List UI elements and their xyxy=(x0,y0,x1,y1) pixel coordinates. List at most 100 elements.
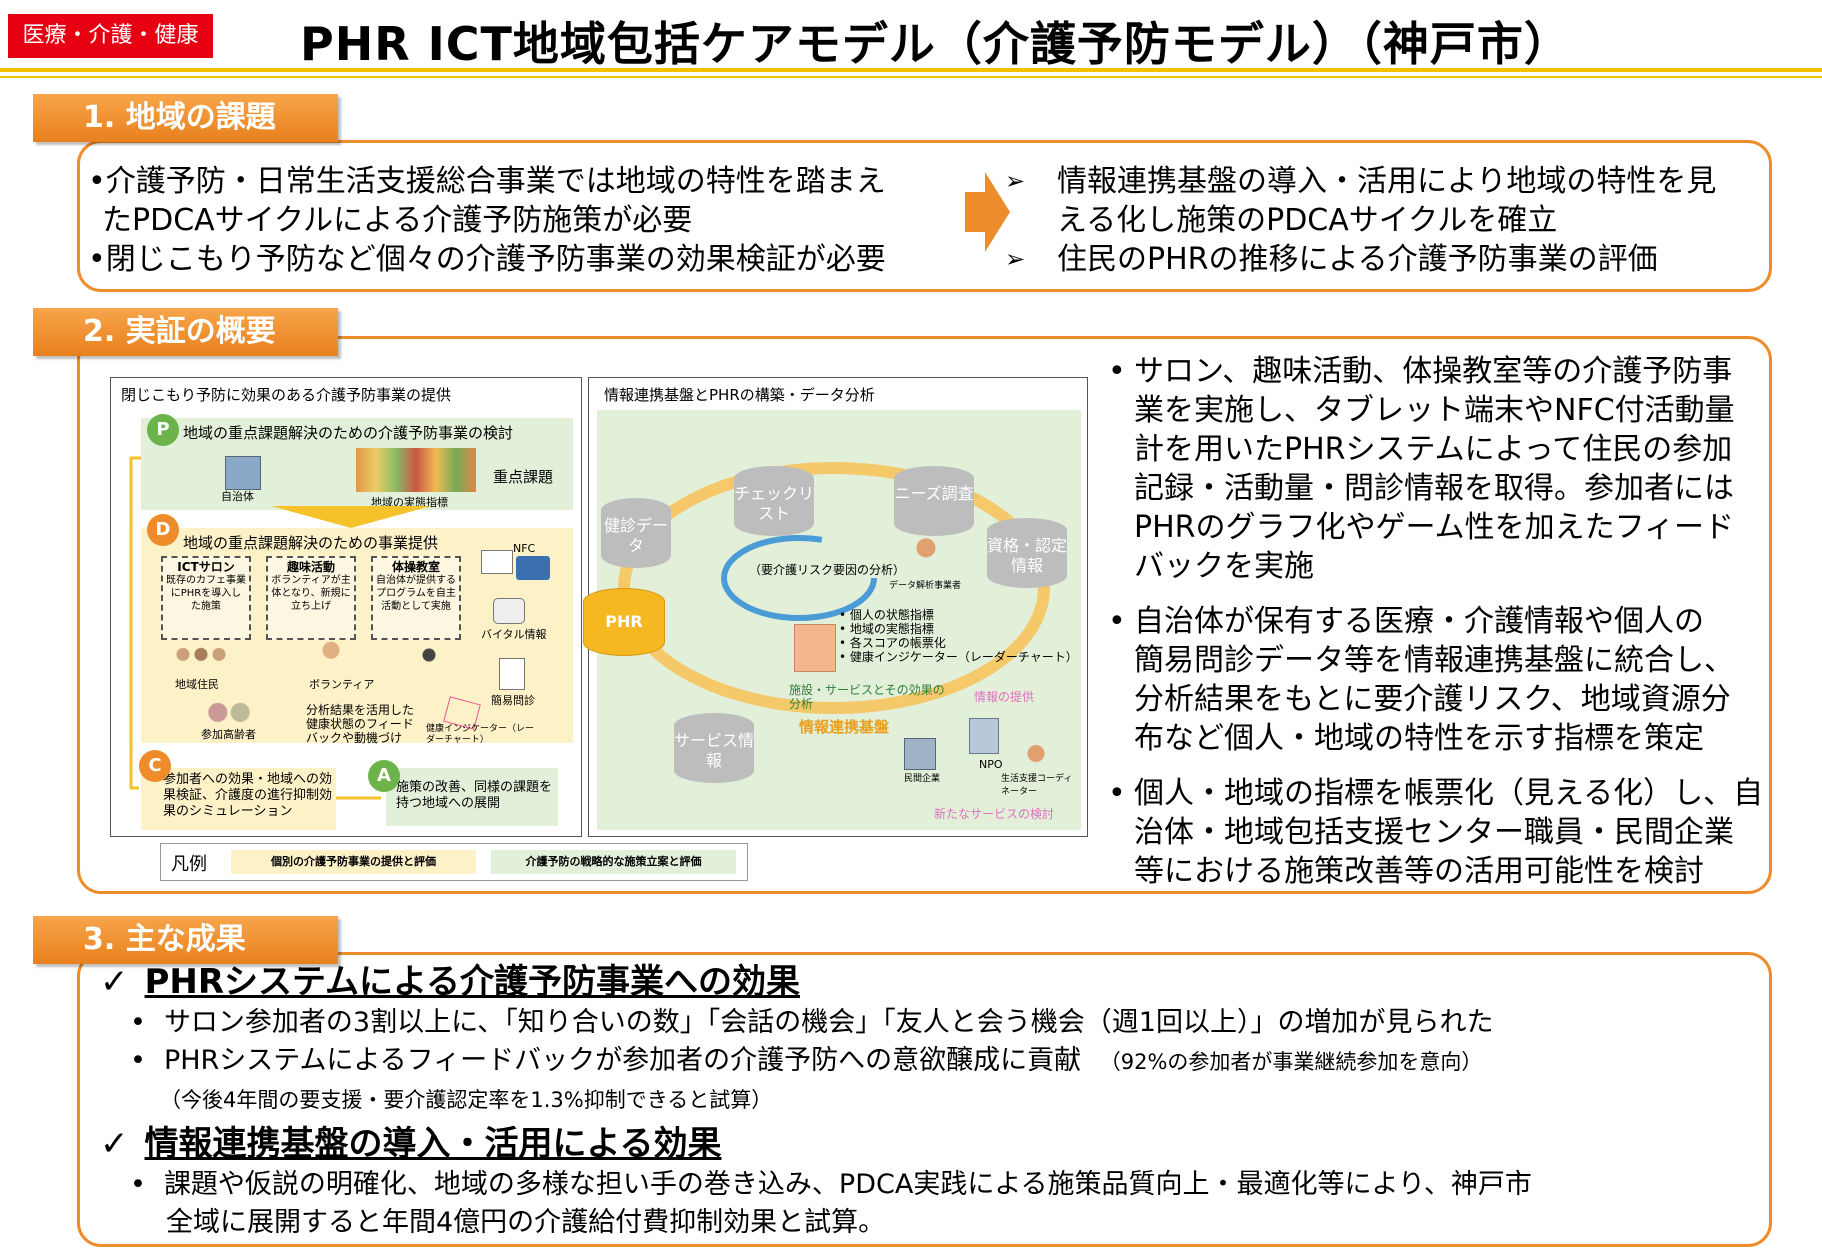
section1-box xyxy=(77,140,1772,292)
section3-box xyxy=(77,952,1772,1247)
result-note: （今後4年間の要支援・要介護認定率を1.3%抑制できると試算） xyxy=(160,1088,773,1112)
data-kanri-label: データ解析事業者 xyxy=(889,581,962,591)
report-stack-icon xyxy=(794,624,836,672)
arrow-bullet-icon: ➢ xyxy=(1005,167,1026,195)
check-icon: ✓ xyxy=(100,1124,129,1164)
company-building-icon xyxy=(904,738,936,770)
npo-label: NPO xyxy=(979,758,1003,771)
nfc-label: NFC xyxy=(513,542,536,555)
analysis-item: • 健康インジケーター（レーダーチャート） xyxy=(839,650,1078,664)
volunteer-icon xyxy=(311,640,351,674)
vital-label: バイタル情報 xyxy=(481,628,547,641)
coordinator-icon xyxy=(1021,743,1051,773)
kani-label: 簡易問診 xyxy=(491,694,535,707)
solution-line: 情報連携基盤の導入・活用により地域の特性を見 xyxy=(1057,164,1717,199)
teikyo-label: 情報の提供 xyxy=(974,690,1035,704)
legend-item-individual: 個別の介護予防事業の提供と評価 xyxy=(231,850,476,874)
section2-box xyxy=(77,336,1772,894)
diagram-left-panel: 閉じこもり予防に効果のある介護予防事業の提供 地域の重点課題解決のための介護予防… xyxy=(110,377,582,837)
phr-label: PHR xyxy=(605,612,643,631)
phr-db-icon: PHR xyxy=(583,588,665,656)
needs-db-icon: ニーズ調査 xyxy=(894,466,974,536)
section3-heading: 3. 主な成果 xyxy=(33,916,338,964)
plan-panel: 地域の重点課題解決のための介護予防事業の検討 自治体 地域の実態指標 重点課題 xyxy=(141,418,573,510)
analyst-icon xyxy=(909,536,943,570)
section2-heading: 2. 実証の概要 xyxy=(33,308,338,356)
check-db-icon: チェックリスト xyxy=(734,466,814,536)
a-circle: A xyxy=(368,760,400,792)
volunteer-label: ボランティア xyxy=(309,678,375,691)
service-label: サービス情報 xyxy=(674,731,755,770)
do-panel: 地域の重点課題解決のための事業提供 ICTサロン 既存のカフェ事業にPHRを導入… xyxy=(141,528,573,745)
shumi-box: 趣味活動 ボランティアが主体となり、新規に立ち上げ xyxy=(266,556,356,640)
elderly-icon xyxy=(201,698,257,734)
result-item: •PHRシステムによるフィードバックが参加者の介護予防への意欲醸成に貢献 （92… xyxy=(130,1045,1483,1076)
exercise-icon xyxy=(411,646,447,676)
plan-title: 地域の重点課題解決のための介護予防事業の検討 xyxy=(183,424,514,442)
header-divider-thin xyxy=(0,76,1822,78)
analysis-item: • 地域の実態指標 xyxy=(839,622,934,636)
result2-items: •課題や仮説の明確化、地域の多様な担い手の巻き込み、PDCA実践による施策品質向… xyxy=(130,1166,1770,1242)
legend-title: 凡例 xyxy=(171,854,207,875)
overview-bullet: • 個人・地域の指標を帳票化（見える化）し、自 治体・地域包括支援センター職員・… xyxy=(1108,776,1764,889)
shumi-title: 趣味活動 xyxy=(286,560,335,574)
check-icon: ✓ xyxy=(100,962,129,1002)
scale-icon xyxy=(493,598,525,624)
shikaku-db-icon: 資格・認定情報 xyxy=(987,518,1067,588)
analysis-list: • 個人の状態指標 • 地域の実態指標 • 各スコアの帳票化 • 健康インジケー… xyxy=(839,608,1078,664)
needs-label: ニーズ調査 xyxy=(894,484,974,503)
indicator-label: 地域の実態指標 xyxy=(371,496,448,509)
p-circle: P xyxy=(147,414,179,446)
arrow-bullet-icon: ➢ xyxy=(1005,245,1026,273)
ict-salon-box: ICTサロン 既存のカフェ事業にPHRを導入した施策 xyxy=(161,556,251,640)
overview-bullet: • サロン、趣味活動、体操教室等の介護予防事 業を実施し、タブレット端末やNFC… xyxy=(1108,354,1735,584)
section1-issues: •介護予防・日常生活支援総合事業では地域の特性を踏まえ たPDCAサイクルによる… xyxy=(88,162,948,279)
diagram-left-title: 閉じこもり予防に効果のある介護予防事業の提供 xyxy=(121,386,452,404)
issue-line: •閉じこもり予防など個々の介護予防事業の効果検証が必要 xyxy=(88,242,886,277)
kiban-label: 情報連携基盤 xyxy=(799,718,890,736)
page-title: PHR ICT地域包括ケアモデル（介護予防モデル）（神戸市） xyxy=(300,17,1571,71)
header-divider xyxy=(0,68,1822,72)
new-service-label: 新たなサービスの検討 xyxy=(934,807,1055,821)
down-arrow-icon xyxy=(271,506,431,528)
npo-building-icon xyxy=(969,718,999,754)
people-icon xyxy=(171,646,231,674)
kenko-ind-label: 健康インジケーター（レーダーチャート） xyxy=(426,724,535,745)
taiso-title: 体操教室 xyxy=(391,560,440,574)
juten-label: 重点課題 xyxy=(493,468,554,486)
check-panel: 参加者への効果・地域への効果検証、介護度の進行抑制効果のシミュレーション xyxy=(141,768,336,830)
right-arrow-icon xyxy=(965,172,1010,252)
shumi-body: ボランティアが主体となり、新規に立ち上げ xyxy=(271,575,351,612)
kenshin-label: 健診データ xyxy=(603,516,668,555)
result-item: 全域に展開すると年間4億円の介護給付費抑制効果と試算。 xyxy=(166,1207,886,1238)
check-text: 参加者への効果・地域への効果検証、介護度の進行抑制効果のシミュレーション xyxy=(163,772,333,819)
solution-line: 住民のPHRの推移による介護予防事業の評価 xyxy=(1057,242,1658,277)
section1-heading: 1. 地域の課題 xyxy=(33,94,338,142)
nfc-card-icon xyxy=(481,550,513,574)
analysis-item: • 各スコアの帳票化 xyxy=(839,636,946,650)
c-circle: C xyxy=(139,750,171,782)
pdca-loop-arrow xyxy=(129,456,381,800)
service-db-icon: サービス情報 xyxy=(674,713,754,783)
sanka-label: 参加高齢者 xyxy=(201,728,256,741)
diagram-right-title: 情報連携基盤とPHRの構築・データ分析 xyxy=(604,386,875,404)
ict-salon-body: 既存のカフェ事業にPHRを導入した施策 xyxy=(166,575,246,612)
section1-solutions: ➢情報連携基盤の導入・活用により地域の特性を見 える化し施策のPDCAサイクルを… xyxy=(1005,162,1765,279)
result-item: •課題や仮説の明確化、地域の多様な担い手の巻き込み、PDCA実践による施策品質向… xyxy=(130,1169,1532,1200)
act-text: 施策の改善、同様の課題を持つ地域への展開 xyxy=(396,780,553,811)
shisetsu-label: 施設・サービスとその効果の分析 xyxy=(789,683,945,711)
tablet-icon xyxy=(516,556,550,580)
issue-line: •介護予防・日常生活支援総合事業では地域の特性を踏まえ xyxy=(88,164,886,199)
overview-bullet: • 自治体が保有する医療・介護情報や個人の 簡易問診データ等を情報連携基盤に統合… xyxy=(1108,604,1734,756)
result-item: •サロン参加者の3割以上に、「知り合いの数」「会話の機会」「友人と会う機会（週1… xyxy=(130,1007,1494,1038)
shikaku-label: 資格・認定情報 xyxy=(987,536,1068,575)
coordinator-label: 生活支援コーディネーター xyxy=(1001,774,1073,797)
act-panel: 施策の改善、同様の課題を持つ地域への展開 xyxy=(386,768,558,826)
d-circle: D xyxy=(147,514,179,546)
heatmap-icon xyxy=(356,448,476,492)
taiso-body: 自治体が提供するプログラムを自主活動として実施 xyxy=(376,575,456,612)
do-title: 地域の重点課題解決のための事業提供 xyxy=(183,534,439,552)
chiiki-jumin-label: 地域住民 xyxy=(175,678,219,691)
diagram-right-panel: 情報連携基盤とPHRの構築・データ分析 健診データ チェックリスト ニーズ調査 … xyxy=(588,377,1088,837)
result1-heading: ✓PHRシステムによる介護予防事業への効果 xyxy=(100,962,801,1002)
